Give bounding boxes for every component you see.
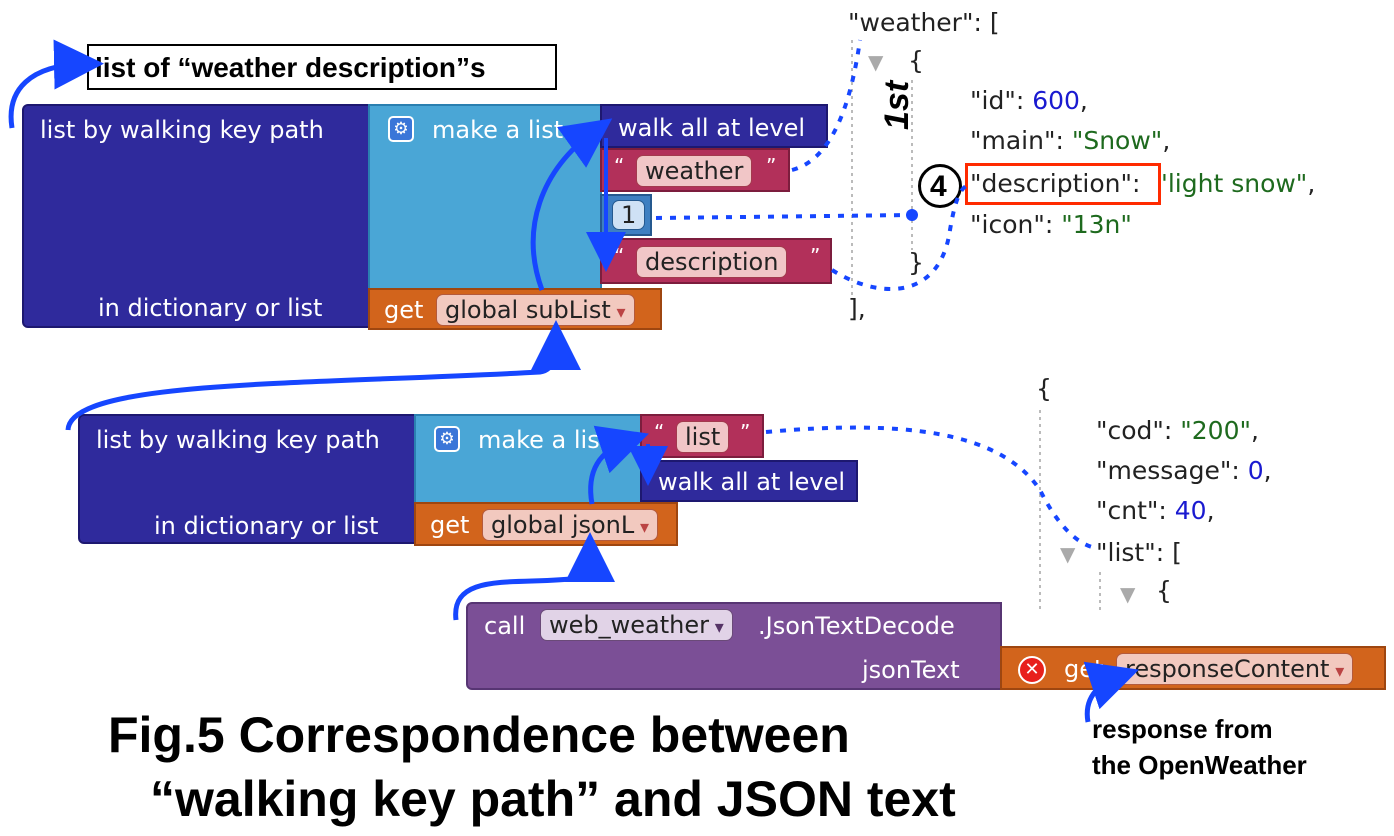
block2-get-label: get (430, 511, 470, 539)
arrow-walk-level-2 (588, 425, 649, 505)
dotted-index-link (655, 213, 913, 220)
block1-main-label: list by walking key path (40, 116, 324, 144)
top-note-box: list of “weather description”s (87, 44, 557, 90)
triangle-down-icon: ▼ (868, 50, 884, 74)
block1-make-list[interactable]: ⚙ make a list (368, 104, 602, 290)
block1-text-weather[interactable]: “ weather ” (600, 148, 790, 192)
json2-message-val: 0 (1247, 456, 1264, 485)
block2-walk-all[interactable]: walk all at level (640, 460, 858, 502)
response-note-line2: the OpenWeather (1092, 750, 1307, 780)
block1-get[interactable]: get global subList (368, 288, 662, 330)
json1-icon-row: "icon": "13n" (970, 212, 1132, 237)
block2-in-label: in dictionary or list (154, 512, 379, 540)
block1-index-value[interactable]: 1 (612, 200, 646, 230)
block2-main-label: list by walking key path (96, 426, 380, 454)
block1-number[interactable]: 1 (600, 194, 652, 236)
description-highlight (965, 163, 1161, 205)
json1-close-brace: } (908, 248, 924, 277)
block3-get-var[interactable]: responseContent (1116, 653, 1354, 685)
json1-weather-key: "weather": [ (848, 8, 1000, 37)
json1-main-key: "main": (970, 126, 1072, 155)
error-icon[interactable]: ✕ (1018, 656, 1046, 684)
json1-open-brace: { (908, 46, 924, 75)
top-note-text: list of “weather description”s (95, 52, 486, 83)
arrow-block2-to-subList (65, 320, 581, 431)
quote-close-icon: ” (740, 420, 751, 444)
arrow-block3-to-jsonL (453, 532, 615, 621)
block1-walk-all-label: walk all at level (618, 114, 806, 142)
block1-get-label: get (384, 296, 424, 324)
json2-message-key: "message": (1096, 456, 1248, 485)
json1-main-row: "main": "Snow", (970, 126, 1171, 155)
arrow-response-note (1083, 661, 1139, 723)
arrow-walk-level-1 (530, 118, 613, 291)
quote-close-icon: ” (810, 244, 821, 268)
json1-main-val: "Snow" (1071, 126, 1163, 155)
json2-list-key: "list": [ (1096, 538, 1182, 567)
caption-line1: Fig.5 Correspondence between (108, 707, 850, 763)
json2-open-brace: { (1036, 374, 1052, 403)
gear-icon[interactable]: ⚙ (388, 116, 414, 142)
block1-walk-all[interactable]: walk all at level (600, 104, 828, 148)
block3-param-label: jsonText (862, 656, 960, 684)
block2-walk-all-label: walk all at level (658, 468, 846, 496)
json1-close-bracket: ], (848, 294, 866, 323)
block3-method: .JsonTextDecode (758, 612, 955, 640)
json2-inner-brace: { (1156, 576, 1172, 605)
block2-key-list[interactable]: list (676, 421, 730, 453)
quote-close-icon: ” (766, 154, 777, 178)
block3-get[interactable]: ✕ get responseContent (1000, 646, 1386, 690)
block1-key-description[interactable]: description (636, 246, 788, 278)
block3-component[interactable]: web_weather (540, 609, 733, 641)
json2-cod-row: "cod": "200", (1096, 416, 1259, 445)
block1-make-list-label: make a list (432, 116, 564, 144)
dotted-description-link (830, 184, 968, 291)
index-dot (906, 209, 918, 221)
arrow-to-top-note (8, 39, 104, 129)
block2-make-list-label: make a list (478, 426, 610, 454)
block2-list-by-walking[interactable]: list by walking key path in dictionary o… (78, 414, 416, 544)
gear-icon[interactable]: ⚙ (434, 426, 460, 452)
caption-line2: “walking key path” and JSON text (150, 771, 956, 827)
triangle-down-icon: ▼ (1120, 582, 1136, 606)
quote-open-icon: “ (654, 420, 665, 444)
dotted-list-link (765, 425, 1097, 550)
block3-call[interactable]: call web_weather .JsonTextDecode jsonTex… (466, 602, 1002, 690)
block3-call-label: call (484, 612, 526, 640)
json2-cod-key: "cod": (1096, 416, 1181, 445)
dotted-weather-link (791, 39, 862, 172)
json1-desc-key: "description": (970, 169, 1141, 198)
json1-id-key: "id": (970, 86, 1033, 115)
json1-id-row: "id": 600, (970, 86, 1088, 115)
json2-cnt-row: "cnt": 40, (1096, 496, 1215, 525)
json1-desc-val: "light snow" (1156, 169, 1308, 198)
quote-open-icon: “ (614, 154, 625, 178)
json1-id-val: 600 (1032, 86, 1080, 115)
circled-number: 4 (930, 170, 947, 203)
block1-in-label: in dictionary or list (98, 294, 323, 322)
json2-message-row: "message": 0, (1096, 456, 1272, 485)
json1-icon-key: "icon": (970, 210, 1062, 239)
block1-text-description[interactable]: “ description ” (600, 238, 832, 284)
block1-list-by-walking[interactable]: list by walking key path in dictionary o… (22, 104, 370, 328)
block1-key-weather[interactable]: weather (636, 155, 753, 187)
response-note-line1: response from (1092, 714, 1273, 744)
json2-cod-val: "200" (1180, 416, 1251, 445)
json2-cnt-key: "cnt": (1096, 496, 1175, 525)
json2-cnt-val: 40 (1174, 496, 1207, 525)
json1-icon-val: "13n" (1061, 210, 1132, 239)
json1-desc-row: "description": "light snow", (970, 169, 1316, 198)
triangle-down-icon: ▼ (1060, 542, 1076, 566)
